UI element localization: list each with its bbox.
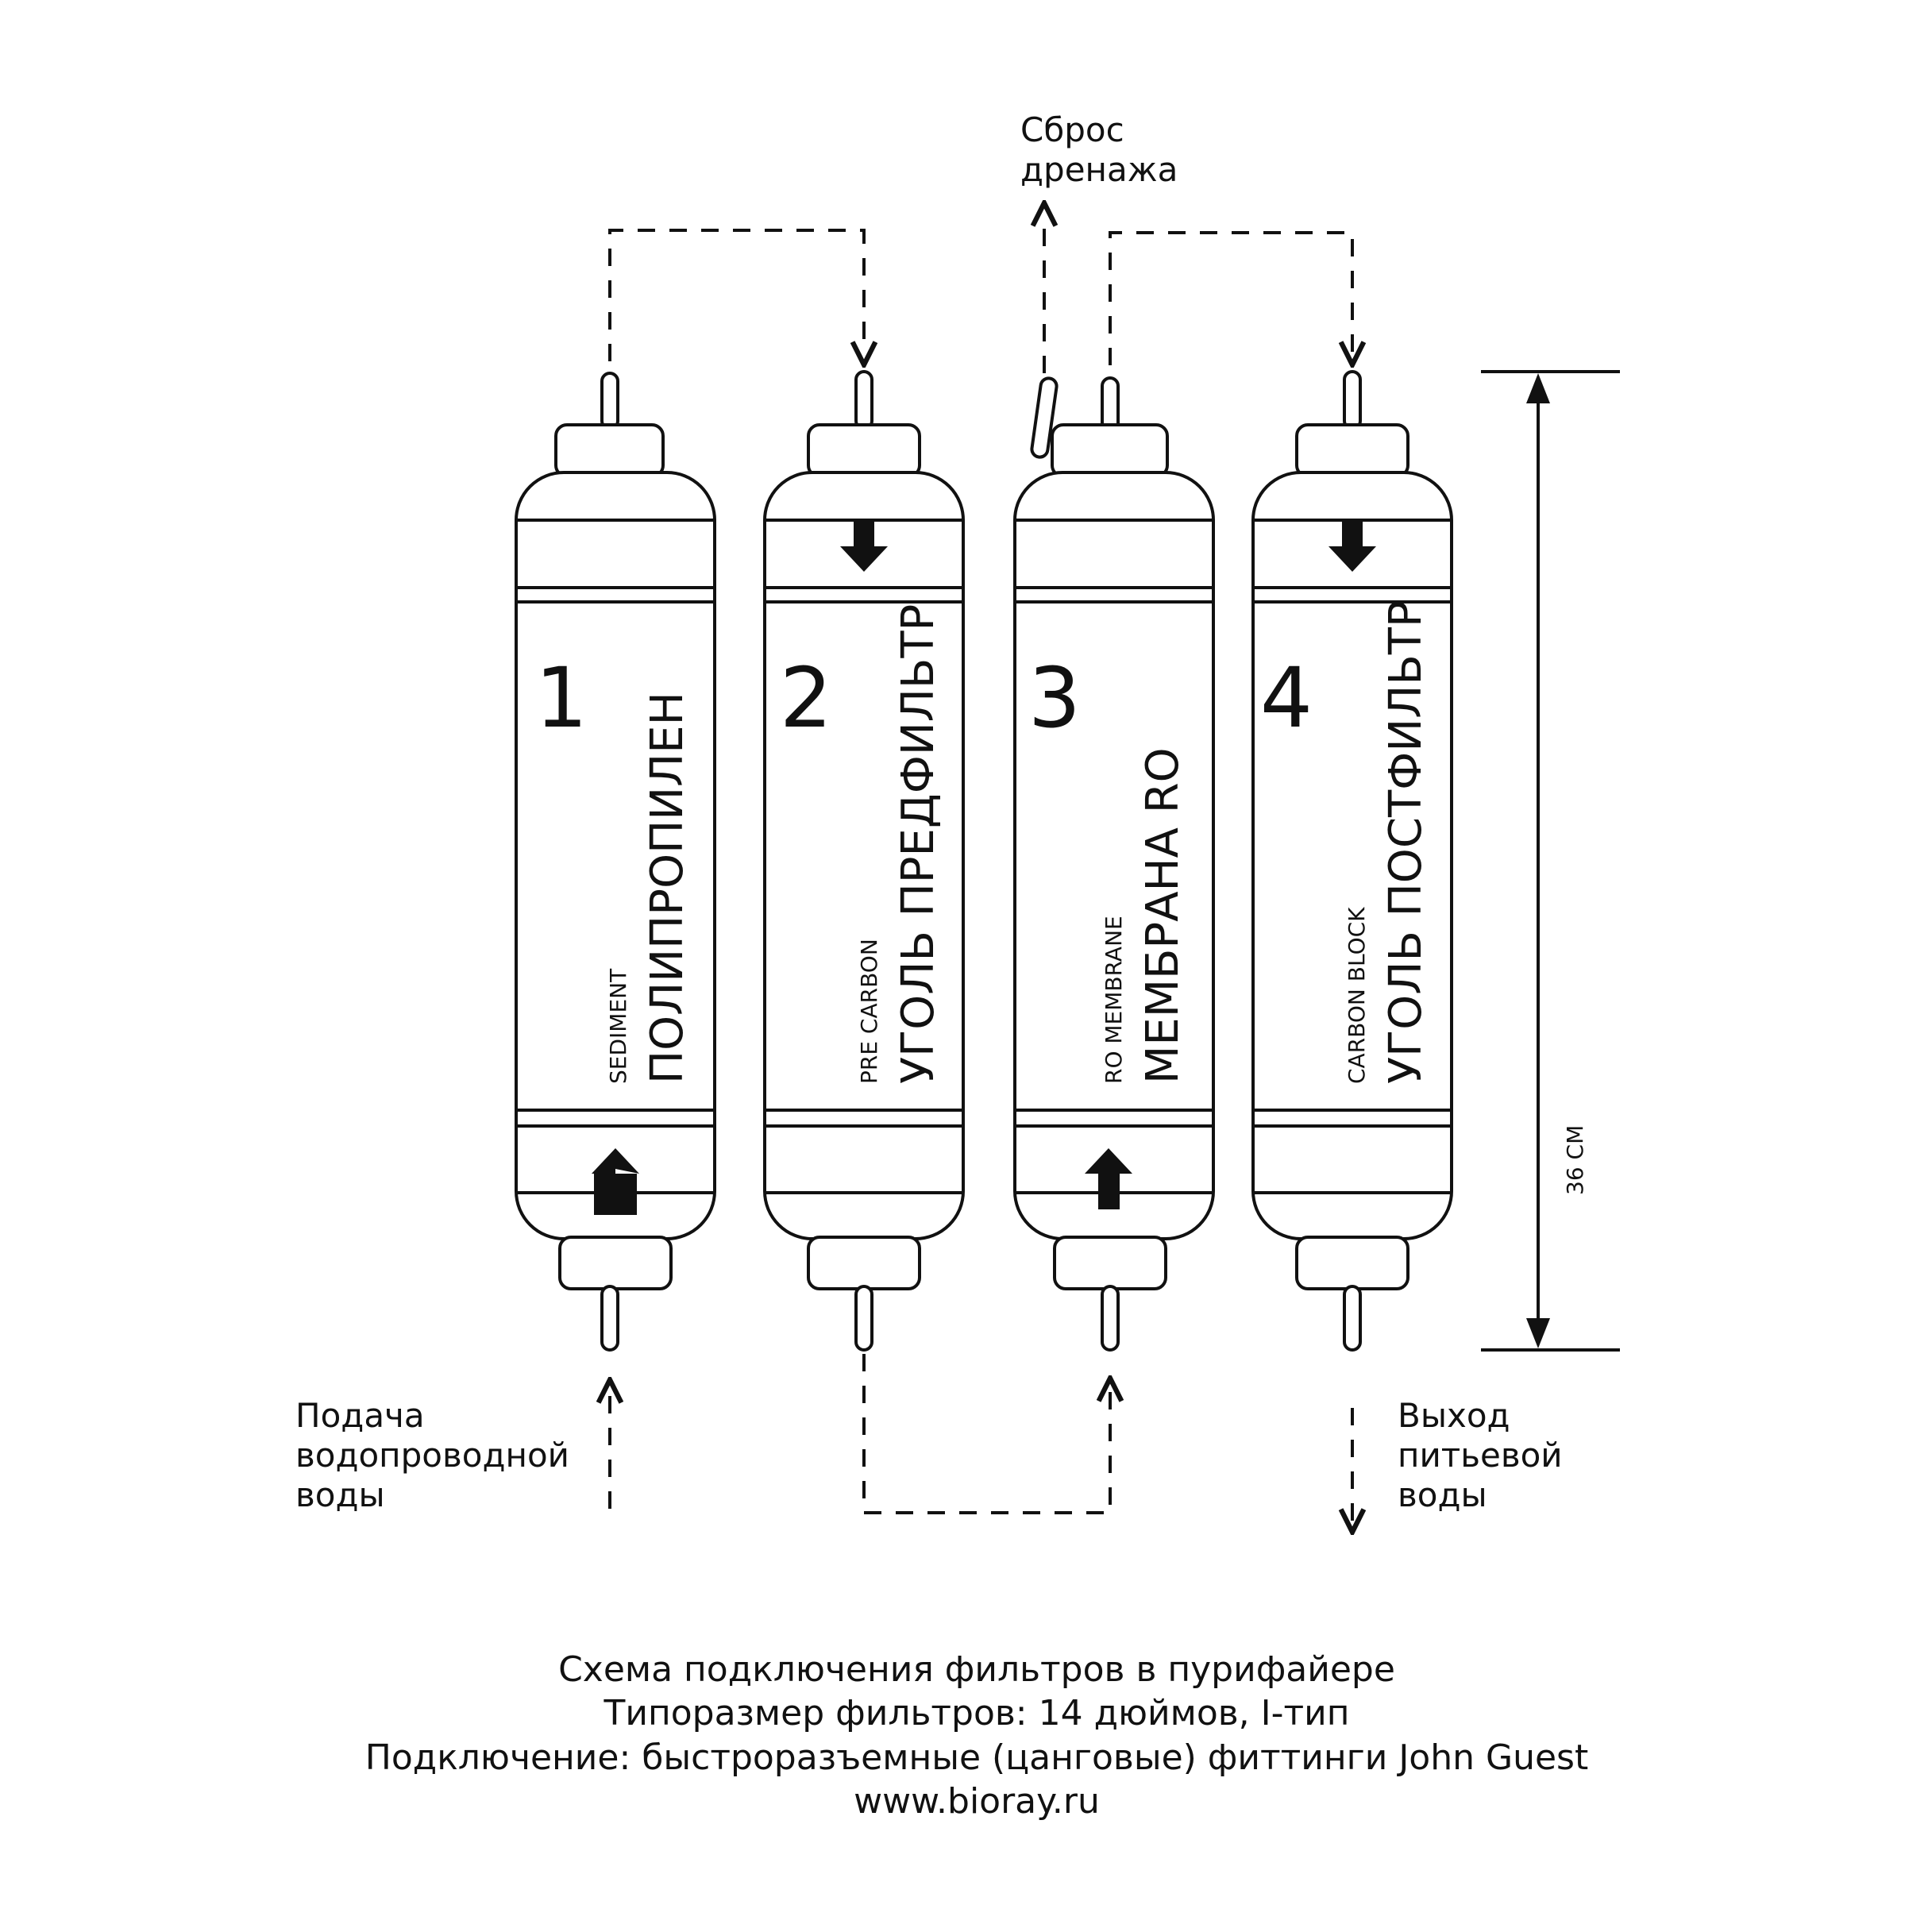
filter-3-subtitle: RO MEMBRANE	[1101, 916, 1127, 1084]
svg-text:Выход: Выход	[1398, 1396, 1510, 1435]
filter-2-subtitle: PRE CARBON	[856, 939, 882, 1084]
svg-text:водопроводной: водопроводной	[295, 1436, 569, 1475]
flow-up-arrow-icon	[592, 1148, 639, 1215]
svg-text:Сброс: Сброс	[1020, 110, 1124, 149]
outlet-label: Выход питьевой воды	[1398, 1396, 1563, 1514]
filter-3-name: МЕМБРАНА RO	[1137, 747, 1189, 1084]
height-label: 36 СМ	[1562, 1125, 1588, 1195]
svg-text:дренажа: дренажа	[1020, 150, 1178, 189]
caption-line-2: Типоразмер фильтров: 14 дюймов, I-тип	[603, 1693, 1349, 1733]
height-dimension: 36 СМ	[1481, 370, 1620, 1352]
inlet-label: Подача водопроводной воды	[295, 1396, 569, 1514]
filter-1-number: 1	[535, 650, 588, 746]
svg-text:воды: воды	[295, 1475, 385, 1514]
filter-2	[763, 370, 965, 1352]
svg-text:питьевой: питьевой	[1398, 1436, 1563, 1475]
caption: Схема подключения фильтров в пурифайере …	[365, 1649, 1588, 1822]
svg-text:Подача: Подача	[295, 1396, 425, 1435]
filter-3-number: 3	[1028, 650, 1081, 746]
caption-line-4: www.bioray.ru	[854, 1781, 1100, 1822]
filter-4	[1251, 370, 1453, 1352]
flow-up-arrow-icon	[1085, 1148, 1132, 1209]
filter-4-number: 4	[1260, 650, 1313, 746]
filter-4-name: УГОЛЬ ПОСТФИЛЬТР	[1380, 600, 1432, 1084]
drain-label: Сброс дренажа	[1020, 110, 1178, 189]
filter-2-name: УГОЛЬ ПРЕДФИЛЬТР	[893, 604, 944, 1084]
caption-line-1: Схема подключения фильтров в пурифайере	[558, 1649, 1395, 1690]
flow-connections	[610, 214, 1352, 1521]
filter-1	[515, 372, 716, 1352]
filter-1-subtitle: SEDIMENT	[605, 968, 631, 1084]
filter-2-number: 2	[780, 650, 832, 746]
filter-3	[1013, 376, 1215, 1352]
caption-line-3: Подключение: быстроразъемные (цанговые) …	[365, 1737, 1588, 1778]
svg-text:воды: воды	[1398, 1475, 1487, 1514]
filter-4-subtitle: CARBON BLOCK	[1344, 907, 1370, 1084]
flow-down-arrow-icon	[1328, 522, 1376, 572]
flow-down-arrow-icon	[840, 522, 888, 572]
filter-1-name: ПОЛИПРОПИЛЕН	[642, 692, 693, 1084]
